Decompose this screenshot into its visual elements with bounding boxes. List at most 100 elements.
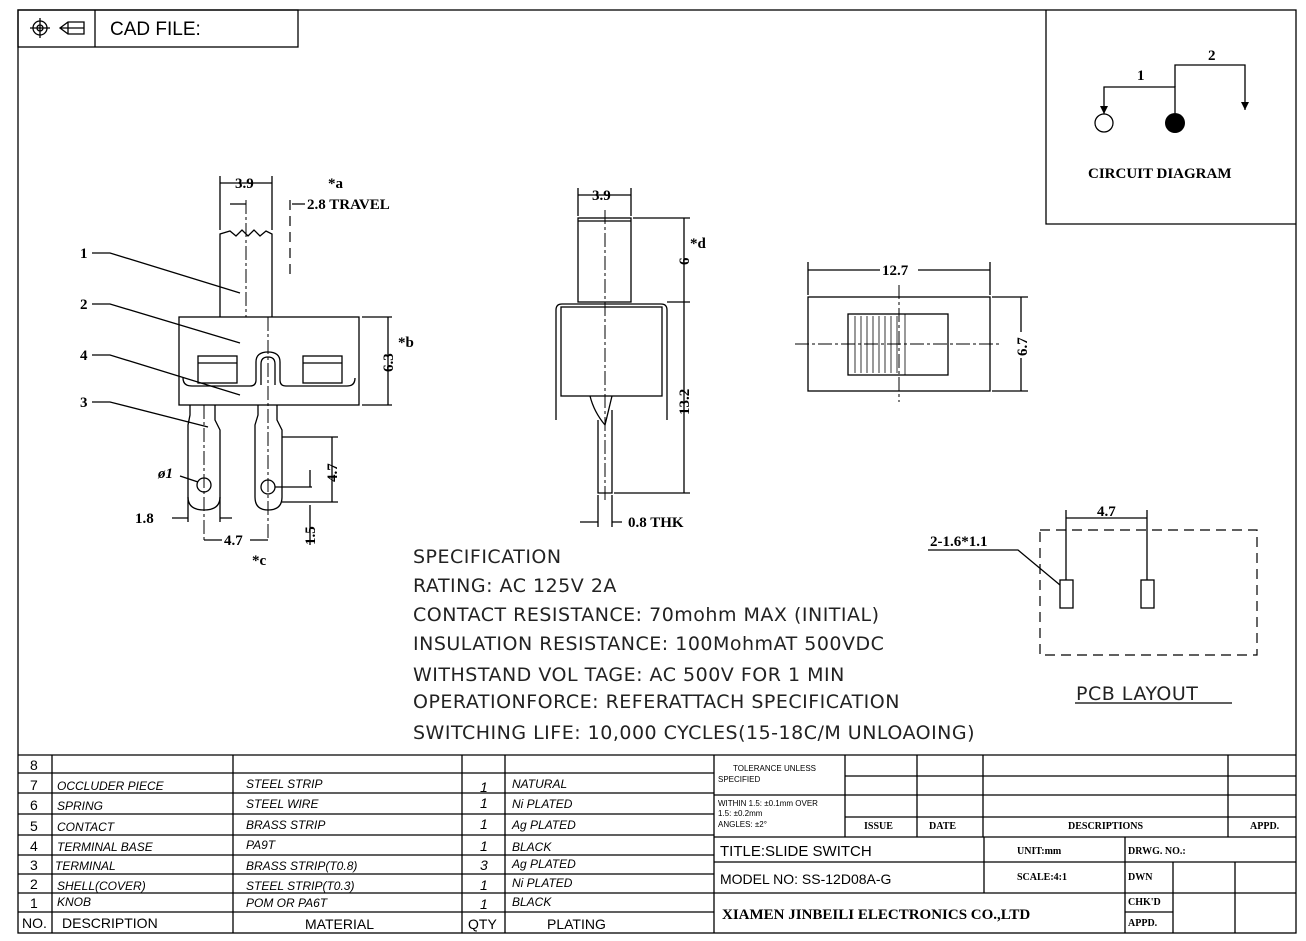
table-row: 5 CONTACT BRASS STRIP 1 Ag PLATED <box>30 816 576 834</box>
pad-icon <box>1140 579 1155 609</box>
row-plating: NATURAL <box>512 777 567 791</box>
row-description: OCCLUDER PIECE <box>57 779 165 793</box>
table-row: 3 TERMINAL BRASS STRIP(T0.8) 3 Ag PLATED <box>30 857 576 873</box>
dim-length: 12.7 <box>882 263 909 279</box>
pcb-title: PCB LAYOUT <box>1076 683 1198 705</box>
row-qty: 1 <box>480 779 488 795</box>
table-row: 7 OCCLUDER PIECE STEEL STRIP 1 NATURAL <box>30 777 567 795</box>
row-no: 8 <box>30 757 38 773</box>
header-description: DESCRIPTION <box>62 915 158 931</box>
callout-1: 1 <box>80 246 88 262</box>
row-material: BRASS STRIP(T0.8) <box>246 859 357 873</box>
tolerance-angles: ANGLES: ±2° <box>718 820 767 829</box>
dim-hole-offset: 1.5 <box>303 526 319 545</box>
bom-table: 8 7 OCCLUDER PIECE STEEL STRIP 1 NATURAL… <box>18 754 1296 933</box>
row-no: 2 <box>30 876 38 892</box>
callout-2: 2 <box>80 297 88 313</box>
dim-hole: ø1 <box>157 466 173 482</box>
note-a: *a <box>328 176 344 192</box>
model-number: MODEL NO: SS-12D08A-G <box>720 871 891 887</box>
note-c: *c <box>252 553 267 569</box>
pin-2-label: 2 <box>1208 48 1216 64</box>
dim-lead-length: 4.7 <box>325 463 341 482</box>
spec-line: SWITCHING LIFE: 10,000 CYCLES(15-18C/M U… <box>413 722 975 744</box>
table-row: 8 <box>30 757 38 773</box>
row-plating: BLACK <box>512 895 552 909</box>
table-row: 4 TERMINAL BASE PA9T 1 BLACK <box>30 838 552 854</box>
row-no: 4 <box>30 838 38 854</box>
appd-header: APPD. <box>1250 821 1280 832</box>
row-plating: BLACK <box>512 840 552 854</box>
callout-3: 3 <box>80 395 88 411</box>
row-description: TERMINAL BASE <box>57 840 154 854</box>
row-description: SHELL(COVER) <box>57 879 146 893</box>
row-material: BRASS STRIP <box>246 818 325 832</box>
dim-total-height: 13.2 <box>677 389 693 415</box>
pin-1-label: 1 <box>1137 68 1145 84</box>
cad-file-label: CAD FILE: <box>110 19 201 40</box>
tolerance-value: WITHIN 1.5: ±0.1mm OVER <box>718 799 818 808</box>
open-terminal-icon <box>1094 113 1114 133</box>
spec-line: INSULATION RESISTANCE: 100MohmAT 500VDC <box>413 633 884 655</box>
dim-width: 6.7 <box>1015 337 1031 356</box>
drawing-number-label: DRWG. NO.: <box>1128 846 1186 857</box>
pcb-pitch: 4.7 <box>1097 504 1116 520</box>
descriptions-header: DESCRIPTIONS <box>1068 821 1143 832</box>
row-plating: Ag PLATED <box>511 818 576 832</box>
row-plating: Ni PLATED <box>512 797 573 811</box>
row-qty: 1 <box>480 795 488 811</box>
row-no: 6 <box>30 797 38 813</box>
header-no: NO. <box>22 915 47 931</box>
sheet-border <box>17 9 1297 934</box>
dim-knob-width: 3.9 <box>235 176 254 192</box>
dim-body-height: 6.3 <box>381 353 397 372</box>
row-material: PA9T <box>246 838 277 852</box>
tolerance-label: TOLERANCE UNLESS <box>733 764 816 773</box>
spec-line: OPERATIONFORCE: REFERATTACH SPECIFICATIO… <box>413 691 900 713</box>
third-angle-icon <box>58 21 85 35</box>
row-no: 5 <box>30 818 38 834</box>
table-row: 2 SHELL(COVER) STEEL STRIP(T0.3) 1 Ni PL… <box>30 876 573 893</box>
row-qty: 1 <box>480 896 488 912</box>
row-description: KNOB <box>57 895 91 909</box>
table-row: 1 KNOB POM OR PA6T 1 BLACK <box>30 895 552 912</box>
drawn-label: DWN <box>1128 872 1153 883</box>
header-material: MATERIAL <box>305 916 374 932</box>
dim-lead-width: 1.8 <box>135 511 154 527</box>
note-b: *b <box>398 335 414 351</box>
projection-symbol-icon <box>30 18 50 38</box>
table-row: 6 SPRING STEEL WIRE 1 Ni PLATED <box>30 795 573 813</box>
dim-pitch: 4.7 <box>224 533 243 549</box>
tolerance-label: SPECIFIED <box>718 775 760 784</box>
callout-4: 4 <box>80 348 88 364</box>
row-description: SPRING <box>57 799 103 813</box>
unit-label: UNIT:mm <box>1017 846 1062 857</box>
dim-knob-height: 6 <box>677 257 693 265</box>
row-qty: 3 <box>480 857 488 873</box>
row-material: STEEL STRIP(T0.3) <box>246 879 354 893</box>
row-description: TERMINAL <box>55 859 116 873</box>
row-qty: 1 <box>480 877 488 893</box>
top-view: 12.7 6.7 <box>795 260 1031 402</box>
row-material: STEEL WIRE <box>246 797 319 811</box>
side-view: 3.9 *a 2.8 TRAVEL 1 2 4 3 6.3 *b 4.7 1.5… <box>80 176 414 569</box>
drawing-title: TITLE:SLIDE SWITCH <box>720 843 872 860</box>
date-header: DATE <box>929 821 956 832</box>
row-plating: Ni PLATED <box>512 876 573 890</box>
row-no: 1 <box>30 895 38 911</box>
cad-file-header: CAD FILE: <box>17 9 299 48</box>
row-no: 7 <box>30 777 38 793</box>
row-material: POM OR PA6T <box>246 896 329 910</box>
note-d: *d <box>690 236 707 252</box>
circuit-title: CIRCUIT DIAGRAM <box>1088 166 1231 182</box>
header-plating: PLATING <box>547 916 606 932</box>
checked-label: CHK'D <box>1128 897 1161 908</box>
approved-label: APPD. <box>1128 918 1158 929</box>
dim-knob-width: 3.9 <box>592 188 611 204</box>
spec-heading: SPECIFICATION <box>413 546 562 568</box>
company-name: XIAMEN JINBEILI ELECTRONICS CO.,LTD <box>722 907 1030 923</box>
tolerance-value: 1.5: ±0.2mm <box>718 809 763 818</box>
dim-thickness: 0.8 THK <box>628 515 684 531</box>
pcb-pad-size: 2-1.6*1.1 <box>930 534 988 550</box>
